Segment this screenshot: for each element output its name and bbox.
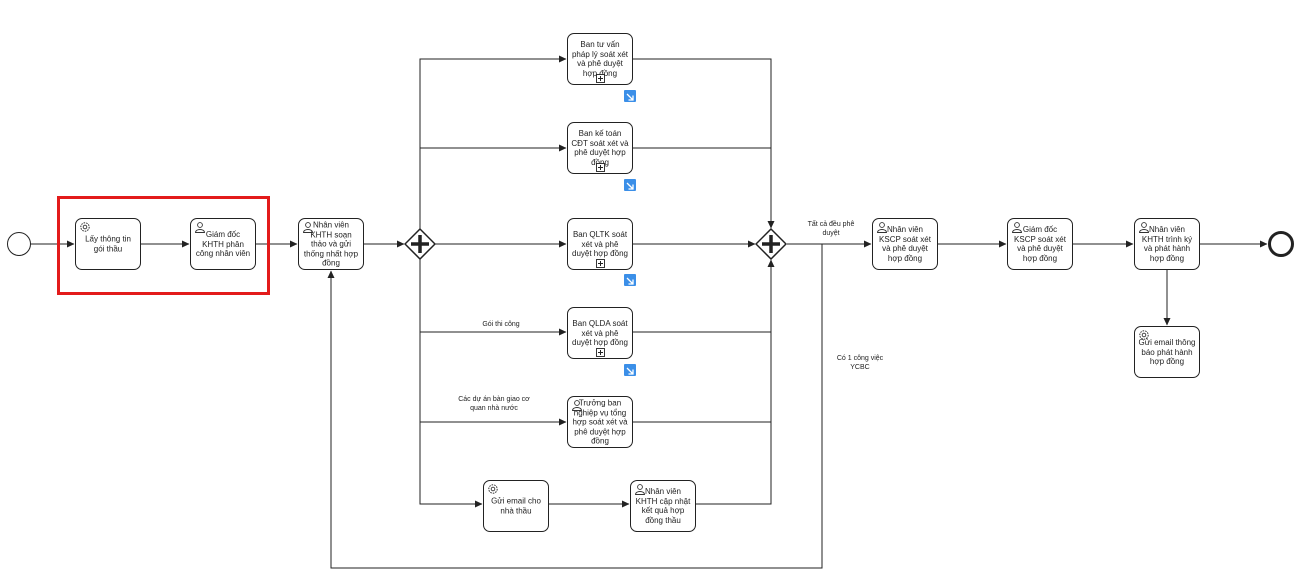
subprocess-marker-icon — [595, 163, 605, 172]
user-icon — [195, 222, 205, 233]
task-label: Nhân viên KHTH cập nhật kết quả hợp đồng… — [635, 487, 691, 525]
user-icon — [877, 222, 887, 233]
task-trinh-ky-phat-hanh[interactable]: Nhân viên KHTH trình ký và phát hành hợp… — [1134, 218, 1200, 270]
flow-split-to-email — [419, 259, 483, 508]
task-label: Lấy thông tin gói thầu — [85, 234, 131, 254]
task-label: Nhân viên KHTH soạn thảo và gửi thống nh… — [303, 220, 359, 268]
task-label: Giám đốc KHTH phân công nhân viên — [195, 229, 251, 258]
task-nhan-vien-cap-nhat[interactable]: Nhân viên KHTH cập nhật kết quả hợp đồng… — [630, 480, 696, 532]
subprocess-marker-icon — [595, 348, 605, 357]
task-label: Ban QLDA soát xét và phê duyệt hợp đồng — [572, 318, 628, 347]
task-nhan-vien-soan-thao[interactable]: Nhân viên KHTH soạn thảo và gửi thống nh… — [298, 218, 364, 270]
task-gui-email-thong-bao[interactable]: Gửi email thông báo phát hành hợp đồng — [1134, 326, 1200, 378]
flow-loop-back — [327, 243, 823, 569]
task-giam-doc-khth[interactable]: Giám đốc KHTH phân công nhân viên — [190, 218, 256, 270]
end-event[interactable] — [1268, 231, 1294, 257]
gear-icon — [1139, 330, 1149, 340]
subprocess-marker-icon — [595, 259, 605, 268]
user-icon — [303, 222, 313, 233]
task-label: Ban QLTK soát xét và phê duyệt hợp đồng — [572, 229, 628, 258]
parallel-gateway-join[interactable] — [755, 228, 787, 260]
start-event[interactable] — [7, 232, 31, 256]
flow-nvcn-to-join — [695, 259, 775, 505]
user-icon — [572, 400, 582, 411]
task-label: Nhân viên KSCP soát xét và phê duyệt hợp… — [879, 225, 931, 263]
task-label: Ban kế toán CĐT soát xét và phê duyệt hợ… — [571, 129, 629, 167]
task-ban-tu-van[interactable]: Ban tư vấn pháp lý soát xét và phê duyệt… — [567, 33, 633, 85]
task-label: Gửi email cho nhà thầu — [491, 496, 541, 516]
task-giam-doc-kscp[interactable]: Giám đốc KSCP soát xét và phê duyệt hợp … — [1007, 218, 1073, 270]
task-ban-ke-toan[interactable]: Ban kế toán CĐT soát xét và phê duyệt hợ… — [567, 122, 633, 174]
task-label: Giám đốc KSCP soát xét và phê duyệt hợp … — [1014, 225, 1066, 263]
flow-label-goi-thi-cong: Gói thi công — [482, 321, 520, 328]
gear-icon — [80, 222, 90, 232]
flow-label-du-an: Các dự án bàn giao cơ quan nhà nước — [458, 396, 530, 412]
task-gui-email-nha-thau[interactable]: Gửi email cho nhà thầu — [483, 480, 549, 532]
expand-arrow-icon[interactable] — [624, 364, 636, 376]
user-icon — [635, 484, 645, 495]
flow-split-to-bt — [419, 55, 567, 229]
expand-arrow-icon[interactable] — [624, 179, 636, 191]
task-ban-qltk[interactable]: Ban QLTK soát xét và phê duyệt hợp đồng — [567, 218, 633, 270]
task-lay-thong-tin[interactable]: Lấy thông tin gói thầu — [75, 218, 141, 270]
task-label: Trưởng ban nghiệp vụ tổng hợp soát xét v… — [572, 398, 628, 446]
task-label: Gửi email thông báo phát hành hợp đồng — [1138, 337, 1196, 366]
flow-label-tat-ca: Tất cả đều phê duyệt — [807, 221, 855, 237]
user-icon — [1139, 222, 1149, 233]
task-truong-ban[interactable]: Trưởng ban nghiệp vụ tổng hợp soát xét v… — [567, 396, 633, 448]
expand-arrow-icon[interactable] — [624, 274, 636, 286]
parallel-gateway-split[interactable] — [404, 228, 436, 260]
flow-label-co-1: Có 1 công việc YCBC — [836, 355, 884, 371]
flow-bt-to-join — [632, 58, 775, 229]
gear-icon — [488, 484, 498, 494]
user-icon — [1012, 222, 1022, 233]
task-nhan-vien-kscp[interactable]: Nhân viên KSCP soát xét và phê duyệt hợp… — [872, 218, 938, 270]
expand-arrow-icon[interactable] — [624, 90, 636, 102]
task-label: Ban tư vấn pháp lý soát xét và phê duyệt… — [571, 40, 629, 78]
highlight-box — [57, 196, 270, 295]
subprocess-marker-icon — [595, 74, 605, 83]
task-label: Nhân viên KHTH trình ký và phát hành hợp… — [1141, 225, 1193, 263]
task-ban-qlda[interactable]: Ban QLDA soát xét và phê duyệt hợp đồng — [567, 307, 633, 359]
